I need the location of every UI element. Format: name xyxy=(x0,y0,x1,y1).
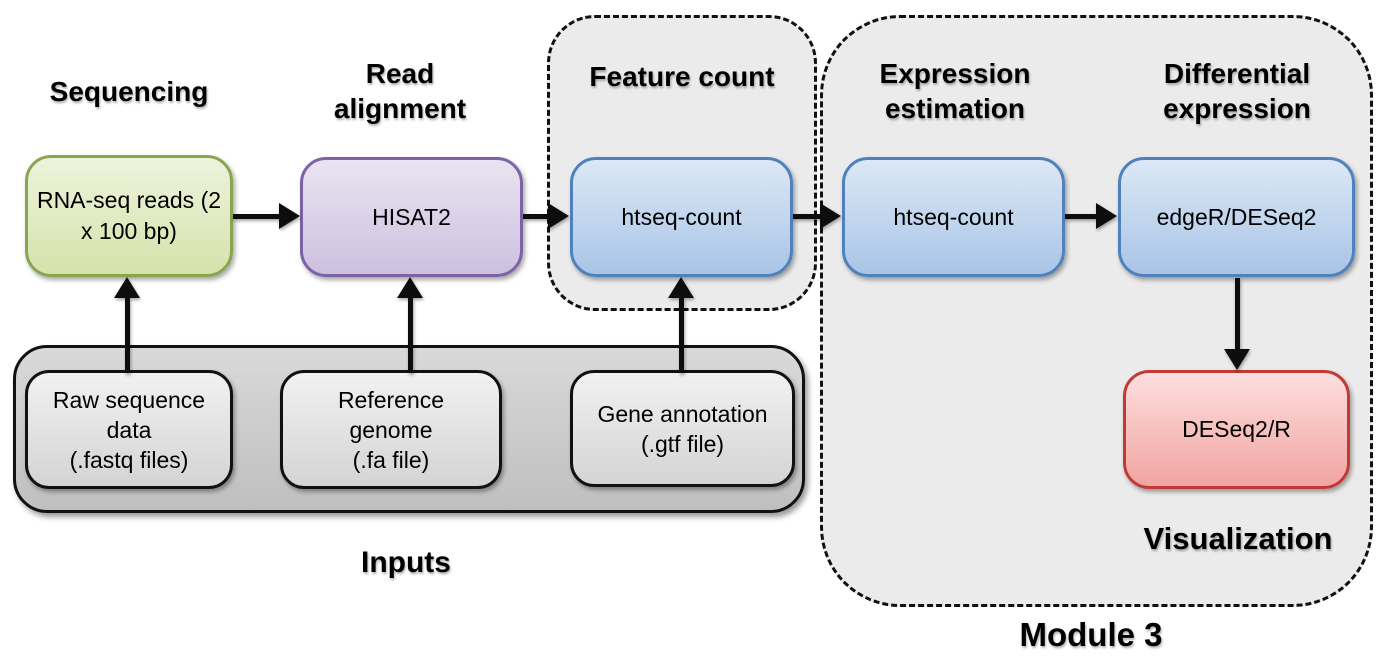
node-reference-genome: Reference genome (.fa file) xyxy=(280,370,502,489)
heading-module3: Module 3 xyxy=(1019,616,1163,653)
node-raw-sequence-data: Raw sequence data (.fastq files) xyxy=(25,370,233,489)
node-rna-seq-reads: RNA-seq reads (2 x 100 bp) xyxy=(25,155,233,277)
node-htseq-count-feature: htseq-count xyxy=(570,157,793,277)
heading-sequencing: Sequencing xyxy=(49,76,209,107)
heading-read-alignment: Read alignment xyxy=(333,58,467,124)
node-deseq2-r: DESeq2/R xyxy=(1123,370,1350,489)
node-hisat2: HISAT2 xyxy=(300,157,523,277)
node-htseq-count-expression: htseq-count xyxy=(842,157,1065,277)
node-edger-deseq2: edgeR/DESeq2 xyxy=(1118,157,1355,277)
heading-differential-expression: Differential expression xyxy=(1163,58,1311,124)
heading-visualization: Visualization xyxy=(1143,521,1333,556)
module3-container xyxy=(820,15,1373,607)
node-gene-annotation: Gene annotation (.gtf file) xyxy=(570,370,795,487)
heading-expression-estimation: Expression estimation xyxy=(879,58,1031,124)
heading-feature-count: Feature count xyxy=(589,61,775,92)
heading-inputs: Inputs xyxy=(361,546,451,579)
